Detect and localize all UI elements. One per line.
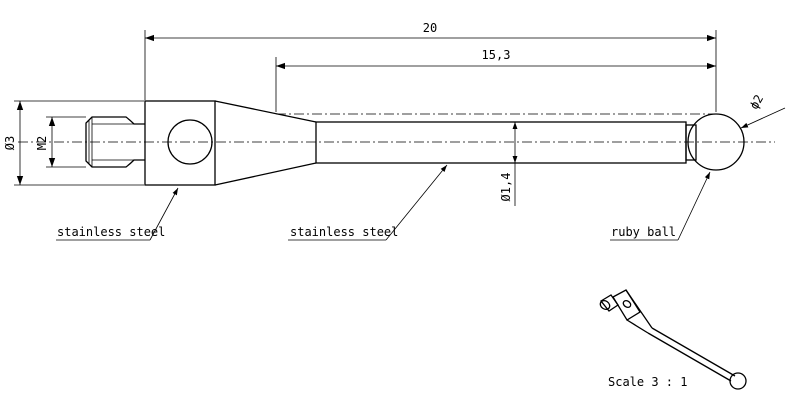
dim-text-d3: Ø3 — [3, 136, 17, 150]
dim-text-m2: M2 — [35, 136, 49, 150]
taper — [214, 100, 317, 186]
callout-body-material: stainless steel — [56, 187, 179, 241]
dim-text-d1-4: Ø1,4 — [499, 173, 513, 202]
dim-text-15-3: 15,3 — [482, 48, 511, 62]
cross-hole — [167, 119, 213, 165]
dim-text-20: 20 — [423, 21, 437, 35]
dim-text-phi2: ϕ2 — [747, 92, 766, 112]
dim-shaft-length: 15,3 — [275, 48, 716, 115]
isometric-view — [599, 289, 747, 390]
dim-ball-diameter: ϕ2 — [740, 92, 786, 129]
dim-overall-length: 20 — [144, 21, 717, 112]
dim-stem-diameter: Ø1,4 — [499, 122, 518, 206]
callout-stem-material: stainless steel — [288, 164, 448, 241]
dim-thread: M2 — [35, 116, 86, 168]
scale-label: Scale 3 : 1 — [608, 375, 687, 389]
callout-text-ruby: ruby ball — [611, 225, 676, 239]
dim-body-diameter: Ø3 — [3, 100, 144, 186]
callout-text-body: stainless steel — [57, 225, 165, 239]
stem — [315, 121, 697, 164]
callout-text-stem: stainless steel — [290, 225, 398, 239]
probe-body — [144, 100, 216, 186]
threaded-stud — [85, 116, 145, 168]
callout-ruby-ball: ruby ball — [610, 171, 711, 241]
